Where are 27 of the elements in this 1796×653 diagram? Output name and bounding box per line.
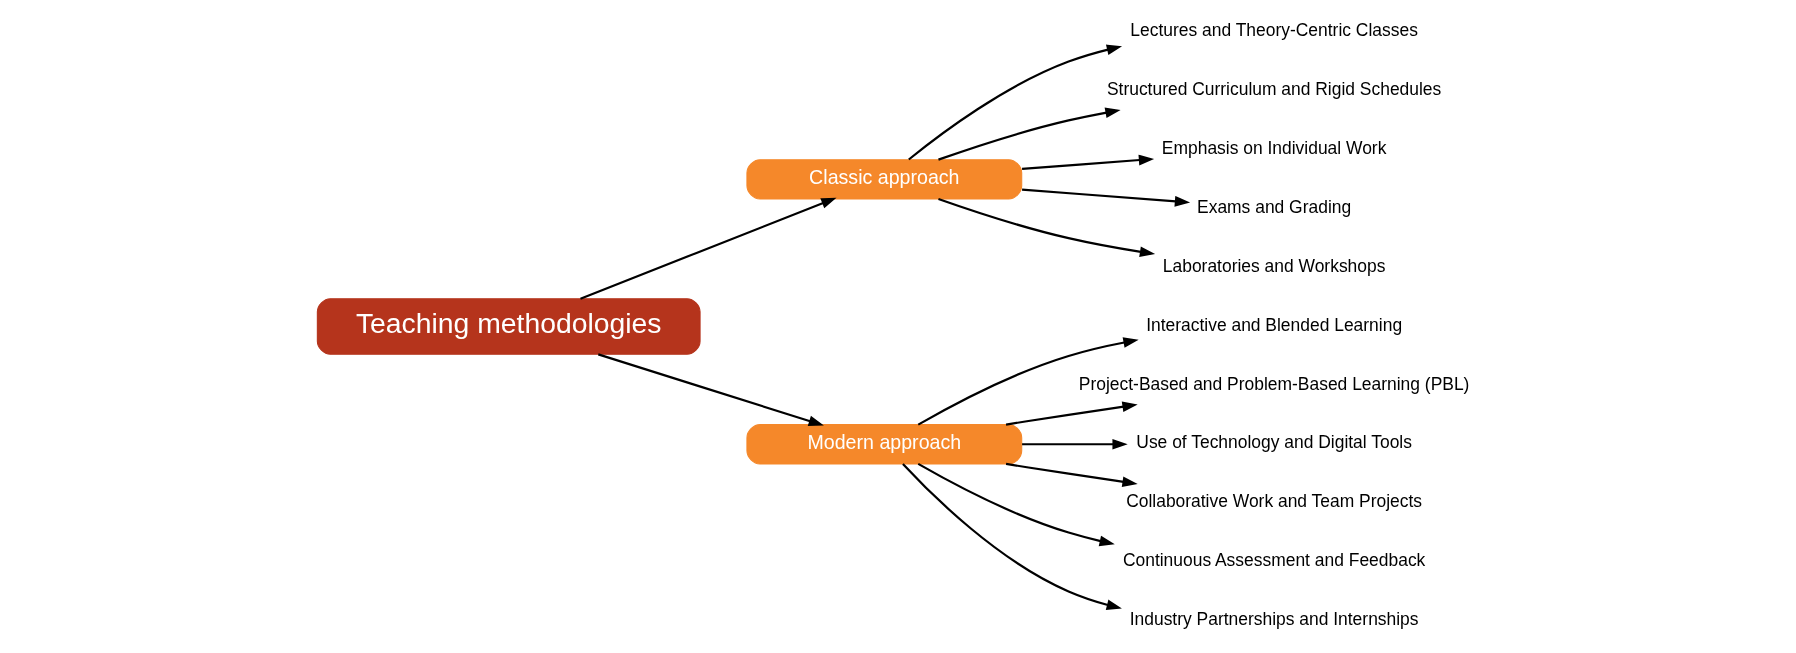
arrow	[907, 44, 1122, 161]
arrow	[901, 463, 1122, 610]
node-text: Industry Partnerships and Internships	[1129, 609, 1419, 630]
arrow	[579, 197, 836, 300]
arrow	[1005, 401, 1138, 426]
arrow	[917, 462, 1115, 547]
node-text: Lectures and Theory-Centric Classes	[1129, 20, 1418, 41]
node-box: Modern approach	[745, 424, 1022, 465]
arrow	[1021, 188, 1190, 207]
node-text: Structured Curriculum and Rigid Schedules	[1106, 79, 1441, 100]
arrow	[937, 197, 1155, 258]
node-box: Teaching methodologies	[316, 298, 701, 355]
node-box: Classic approach	[745, 159, 1022, 200]
node-text: Collaborative Work and Team Projects	[1125, 491, 1422, 512]
arrow	[1021, 438, 1128, 450]
node-text: Interactive and Blended Learning	[1145, 314, 1402, 335]
node-text: Emphasis on Individual Work	[1161, 138, 1386, 159]
arrow	[1021, 154, 1154, 170]
node-text: Continuous Assessment and Feedback	[1122, 550, 1425, 571]
node-text: Use of Technology and Digital Tools	[1135, 432, 1412, 453]
arrow	[1005, 462, 1138, 488]
arrow	[937, 107, 1121, 161]
arrow	[597, 353, 824, 427]
node-text: Project-Based and Problem-Based Learning (PBL)	[1078, 373, 1469, 394]
node-text: Exams and Grading	[1196, 196, 1351, 217]
node-text: Laboratories and Workshops	[1162, 255, 1385, 276]
arrow	[917, 337, 1139, 426]
